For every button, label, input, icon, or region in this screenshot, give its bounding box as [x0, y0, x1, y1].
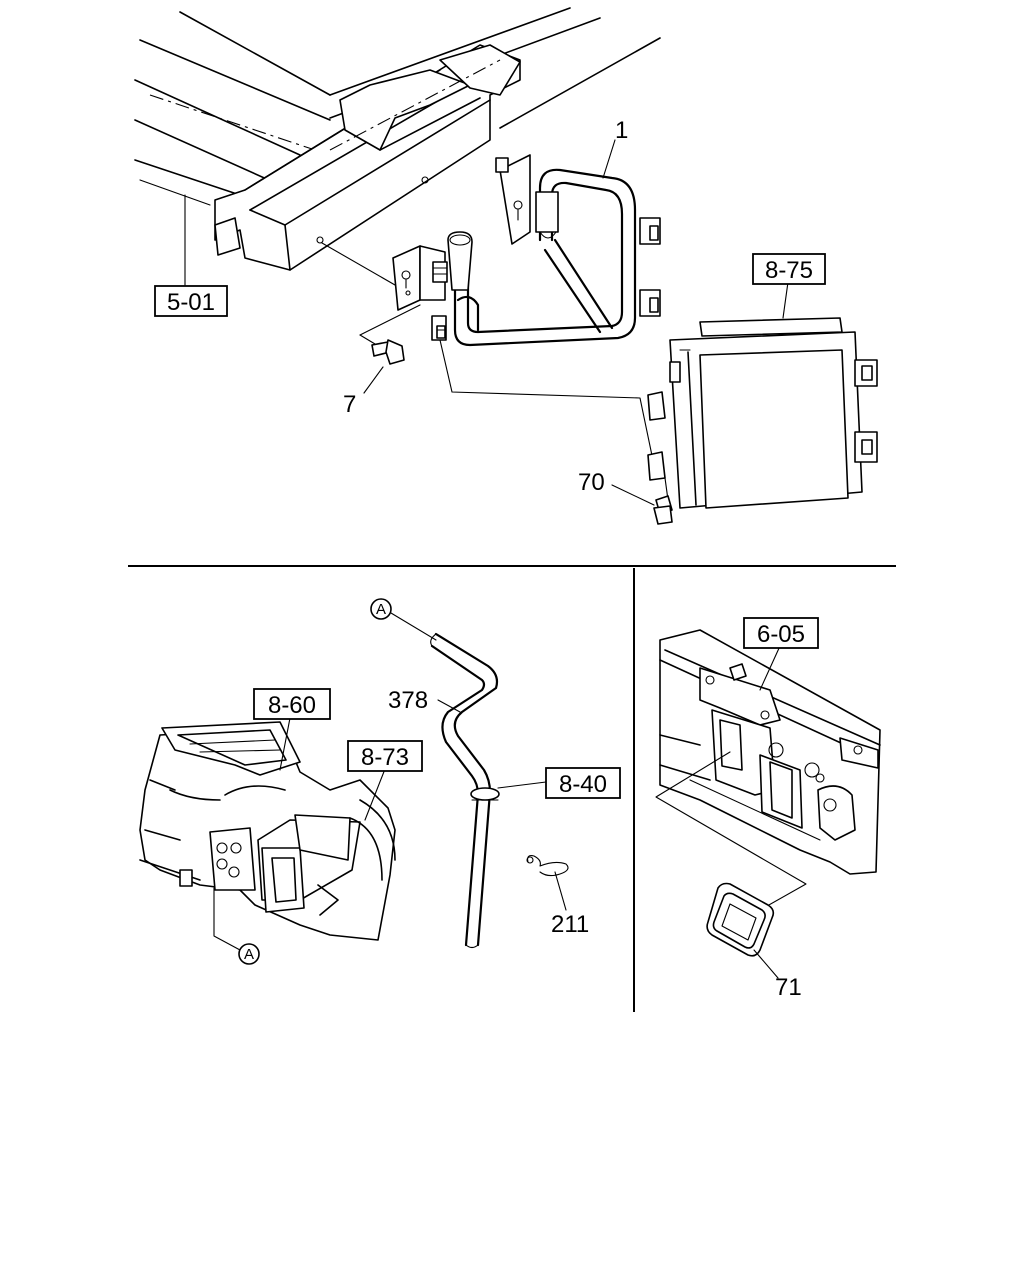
hose-part-label: 378 [388, 687, 428, 714]
dash-panel-ref-label: 6-05 [757, 621, 805, 648]
dash-panel-leader [759, 645, 781, 691]
nut-70 [653, 495, 673, 525]
condenser-ref-box [752, 253, 826, 285]
evaporator-ref-box [253, 688, 331, 720]
frame-ref-box [154, 285, 228, 317]
connector-a-top-circle [370, 598, 392, 620]
seal-leader [753, 949, 779, 979]
evaporator-ref-label: 8-60 [268, 692, 316, 719]
tube-leader [602, 139, 616, 179]
ac-tube-assembly [392, 154, 661, 347]
frame-rail-drawing [134, 7, 661, 271]
frame-ref-label: 5-01 [167, 289, 215, 316]
connector-a-top-leader [390, 612, 437, 641]
grommet-ref-box [545, 767, 621, 799]
connector-a-bottom-leader [213, 887, 241, 951]
dash-panel-ref-box [743, 617, 819, 649]
evaporator-leader [279, 717, 291, 771]
drain-hose [430, 632, 500, 949]
tube-part-label: 1 [615, 117, 628, 144]
connector-a-top-label: A [376, 601, 386, 618]
hole-leader [321, 242, 396, 286]
evaporator-unit-drawing [139, 721, 396, 941]
dash-panel-drawing [659, 629, 881, 875]
seal-part-label: 71 [775, 974, 802, 1001]
seal-install-leader [655, 751, 807, 911]
condenser-ref-label: 8-75 [765, 257, 813, 284]
seal-71 [706, 882, 775, 957]
hose-leader [437, 699, 461, 713]
blower-ref-label: 8-73 [361, 744, 409, 771]
nut-part-label: 70 [578, 469, 605, 496]
bolt-leader [363, 366, 384, 394]
clip-leader [554, 871, 567, 911]
nut-leader [611, 484, 655, 506]
condenser-drawing [647, 317, 878, 509]
blower-ref-box [347, 740, 423, 772]
connector-a-bottom-circle [238, 943, 260, 965]
clip-211 [526, 855, 569, 877]
bolt-part-label: 7 [343, 391, 356, 418]
mount-leader [439, 339, 656, 471]
grommet-leader [497, 781, 547, 789]
clip-part-label: 211 [551, 911, 589, 938]
blower-leader [364, 768, 386, 821]
bolt-7 [359, 304, 421, 365]
condenser-leader [782, 281, 789, 319]
connector-a-bottom-label: A [244, 946, 254, 963]
grommet-ref-label: 8-40 [559, 771, 607, 798]
